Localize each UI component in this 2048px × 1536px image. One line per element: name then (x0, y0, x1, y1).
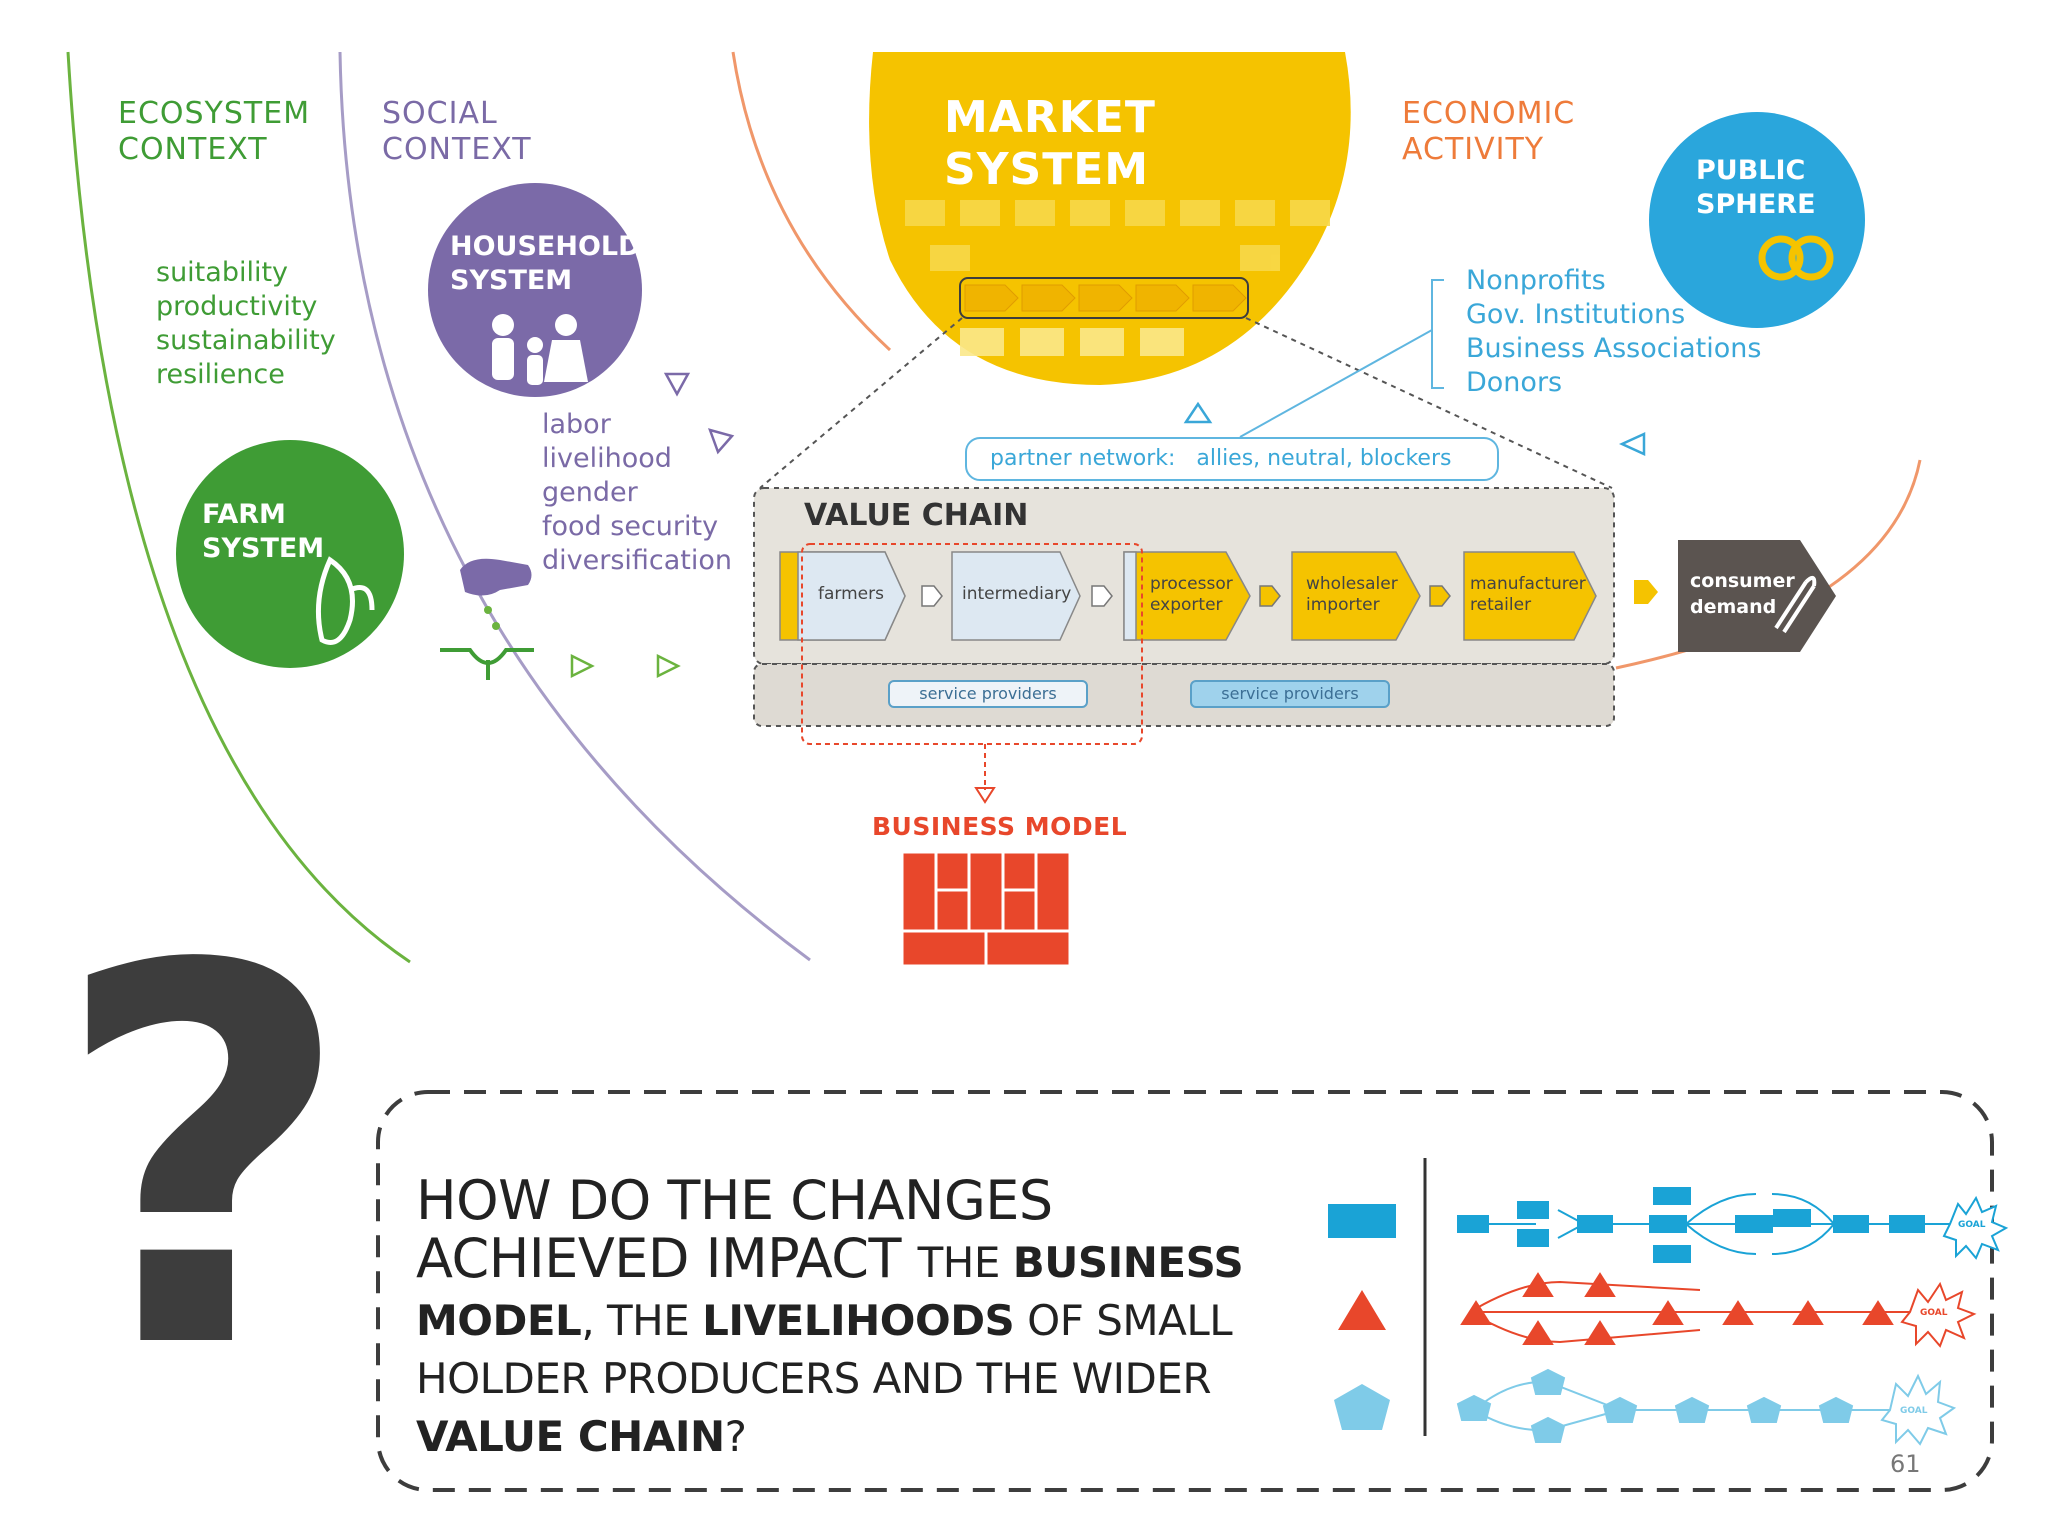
ecosystem-list: suitability productivity sustainability … (156, 257, 336, 390)
flow-triangle-1 (663, 372, 691, 397)
business-model-title: BUSINESS MODEL (872, 812, 1128, 841)
market-system-pattern (905, 200, 1330, 356)
service-providers-box-1: service providers (888, 680, 1088, 708)
farm-circle (176, 440, 404, 668)
public-actors-list: Nonprofits Gov. Institutions Business As… (1466, 265, 1762, 398)
partner-network-box (965, 437, 1499, 481)
flow-triangle-3 (570, 653, 595, 679)
market-highlight-box (959, 277, 1249, 319)
question-box (376, 1090, 1994, 1492)
household-list: labor livelihood gender food security di… (542, 409, 733, 576)
legend-triangle-icon (1338, 1290, 1386, 1330)
triangle-pathway (1460, 1272, 1930, 1345)
chevron-intermediary (951, 551, 1081, 641)
partner-network-label: partner network: allies, neutral, blocke… (990, 446, 1452, 471)
service-provider-band (753, 663, 1615, 727)
value-chain-title: VALUE CHAIN (804, 498, 1029, 533)
legend-rectangle-icon (1328, 1204, 1396, 1238)
legend-pentagon-icon (1334, 1384, 1390, 1430)
flow-triangle-4 (656, 653, 681, 679)
hand-seed-icon (440, 558, 534, 680)
flow-triangle-2 (708, 428, 735, 455)
stage-label-intermediary: intermediary (962, 584, 1072, 604)
goal-label-blue: GOAL (1958, 1220, 1986, 1230)
goal-burst-pentagon (1880, 1373, 1957, 1446)
market-system-highlight-chain (964, 284, 1247, 312)
flow-triangle-6 (1618, 432, 1646, 456)
business-model-zoom-box (801, 543, 1143, 745)
goal-burst-blue (1942, 1195, 2009, 1260)
page-number: 61 (1890, 1450, 1921, 1478)
public-list-bracket (1431, 279, 1444, 389)
value-chain-chevrons (779, 551, 1658, 641)
pentagon-pathway (1456, 1368, 1910, 1443)
utensils-icon (1774, 575, 1817, 634)
goal-label-red: GOAL (1920, 1308, 1948, 1318)
public-connector (1239, 329, 1433, 438)
rectangle-pathway (1457, 1187, 1950, 1263)
economic-arc (731, 51, 892, 352)
family-icon (492, 314, 588, 385)
flow-triangle-5 (1183, 401, 1213, 424)
social-arc (338, 51, 811, 962)
chevron-wholesaler (1291, 551, 1421, 641)
goal-label-pentagon: GOAL (1900, 1406, 1928, 1416)
zoom-line-left (759, 317, 963, 489)
corn-icon (315, 556, 375, 645)
consumer-demand-shape (1678, 540, 1836, 652)
service-providers-box-2: service providers (1190, 680, 1390, 708)
household-circle (428, 183, 642, 397)
zoom-line-right (1245, 317, 1613, 489)
question-mark-icon: ? (52, 857, 354, 1463)
question-text: HOW DO THE CHANGES ACHIEVED IMPACT THE B… (416, 1169, 1244, 1462)
ecosystem-arc (66, 51, 411, 964)
business-model-canvas-icon (900, 850, 1072, 968)
stage-label-farmers: farmers (818, 584, 884, 604)
goal-burst-red (1900, 1281, 1977, 1348)
chevron-manufacturer (1463, 551, 1597, 641)
